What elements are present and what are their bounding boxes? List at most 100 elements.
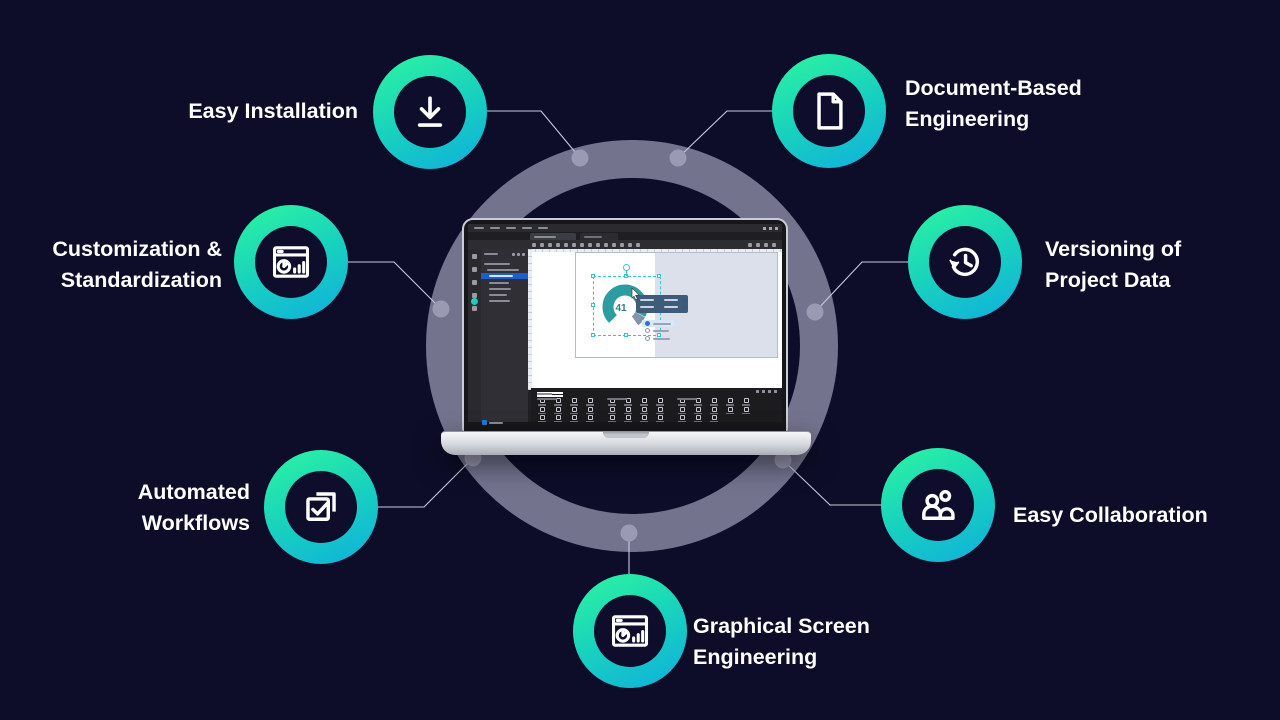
menu-item[interactable] (538, 227, 548, 229)
ribbon-tool[interactable] (677, 406, 687, 414)
toolbar-icon[interactable] (580, 242, 584, 247)
ribbon-tool[interactable] (725, 406, 735, 414)
radio-button[interactable] (645, 335, 650, 341)
ribbon-tool[interactable] (693, 398, 703, 406)
tree-header-icon[interactable] (512, 253, 515, 256)
toolbar-icon[interactable] (596, 242, 600, 247)
ribbon-tool[interactable] (569, 398, 579, 406)
rotation-handle[interactable] (623, 264, 630, 271)
ribbon-tool[interactable] (585, 415, 595, 423)
activity-icon[interactable] (472, 267, 477, 272)
ribbon-tool[interactable] (741, 398, 751, 406)
ribbon-tool[interactable] (553, 415, 563, 423)
connector-versioning (814, 261, 908, 313)
toolbar-icon[interactable] (636, 242, 640, 247)
toolbar-icon[interactable] (588, 242, 592, 247)
ribbon-group-static-objects (537, 398, 595, 423)
tree-row[interactable] (481, 286, 528, 292)
menu-item[interactable] (474, 227, 484, 229)
tree-row[interactable] (481, 267, 528, 273)
window-control-icon[interactable] (769, 227, 772, 230)
toolbar-icon[interactable] (564, 242, 568, 247)
selection-handle[interactable] (591, 333, 595, 337)
active-document-tab[interactable] (530, 233, 576, 240)
ribbon-tool[interactable] (623, 398, 633, 406)
toolbar-icon[interactable] (556, 242, 560, 247)
tree-row[interactable] (481, 280, 528, 286)
ribbon-tool[interactable] (537, 406, 547, 414)
toolbar-icon[interactable] (772, 242, 776, 247)
ribbon-tool[interactable] (585, 398, 595, 406)
toolbar-icon[interactable] (604, 242, 608, 247)
ribbon-tool[interactable] (623, 406, 633, 414)
ribbon-tool[interactable] (709, 406, 719, 414)
tree-row-selected[interactable] (481, 273, 528, 279)
toolbar-icon[interactable] (628, 242, 632, 247)
toolbar-icon[interactable] (548, 242, 552, 247)
tree-row[interactable] (481, 292, 528, 298)
menu-item[interactable] (490, 227, 500, 229)
ribbon-tool[interactable] (623, 415, 633, 423)
feature-circle-graphical (573, 574, 687, 688)
ribbon-tab[interactable] (537, 393, 552, 395)
ribbon-tool[interactable] (569, 406, 579, 414)
radio-button[interactable] (645, 328, 650, 333)
ribbon-tool[interactable] (725, 398, 735, 406)
menu-item[interactable] (522, 227, 532, 229)
panel-control-icon[interactable] (768, 390, 771, 393)
ribbon-tool[interactable] (655, 398, 665, 406)
selection-handle[interactable] (591, 303, 595, 307)
ribbon-tool[interactable] (585, 406, 595, 414)
toolbar-icon[interactable] (620, 242, 624, 247)
panel-control-icon[interactable] (762, 390, 765, 393)
panel-control-icon[interactable] (756, 390, 759, 393)
panel-control-icon[interactable] (774, 390, 777, 393)
document-tab[interactable] (580, 233, 618, 240)
ribbon-tool[interactable] (569, 415, 579, 423)
ribbon-tool[interactable] (607, 415, 617, 423)
activity-icon[interactable] (472, 254, 477, 259)
feature-circle-easy-installation (373, 55, 487, 169)
status-blue-icon (482, 420, 487, 425)
selection-handle[interactable] (624, 333, 628, 337)
selection-handle[interactable] (591, 274, 595, 278)
ribbon-tool[interactable] (677, 415, 687, 423)
ribbon-tool[interactable] (693, 406, 703, 414)
toolbar-icon[interactable] (756, 242, 760, 247)
activity-icon[interactable] (472, 293, 477, 298)
activity-strip (468, 249, 481, 429)
ribbon-tool[interactable] (709, 415, 719, 423)
ribbon-tool[interactable] (537, 415, 547, 423)
ribbon-tool[interactable] (655, 406, 665, 414)
toolbar-icon[interactable] (748, 242, 752, 247)
window-control-icon[interactable] (763, 227, 766, 230)
ribbon-tool[interactable] (639, 398, 649, 406)
activity-icon[interactable] (472, 306, 477, 311)
ribbon-tool[interactable] (709, 398, 719, 406)
ribbon-tool[interactable] (639, 406, 649, 414)
toolbar-icon[interactable] (612, 242, 616, 247)
toolbar-icon[interactable] (540, 242, 544, 247)
toolbar-icon[interactable] (532, 242, 536, 247)
activity-icon[interactable] (472, 280, 477, 285)
ribbon-tool[interactable] (693, 415, 703, 423)
toolbar-icon[interactable] (572, 242, 576, 247)
ribbon-tool[interactable] (639, 415, 649, 423)
tree-header-icon[interactable] (517, 253, 520, 256)
ribbon-tool[interactable] (553, 406, 563, 414)
ribbon-tool[interactable] (655, 415, 665, 423)
toolbar-icon[interactable] (764, 242, 768, 247)
design-canvas[interactable]: 41 (528, 249, 782, 390)
ribbon-tool[interactable] (553, 398, 563, 406)
ribbon-tool[interactable] (607, 406, 617, 414)
menu-item[interactable] (506, 227, 516, 229)
selection-handle[interactable] (657, 274, 661, 278)
tree-row[interactable] (481, 298, 528, 304)
tree-header-icon[interactable] (522, 253, 525, 256)
tree-row[interactable] (481, 261, 528, 267)
ribbon-tool[interactable] (741, 406, 751, 414)
selection-handle[interactable] (657, 333, 661, 337)
window-control-icon[interactable] (775, 227, 778, 230)
radio-button-selected[interactable] (645, 321, 650, 326)
